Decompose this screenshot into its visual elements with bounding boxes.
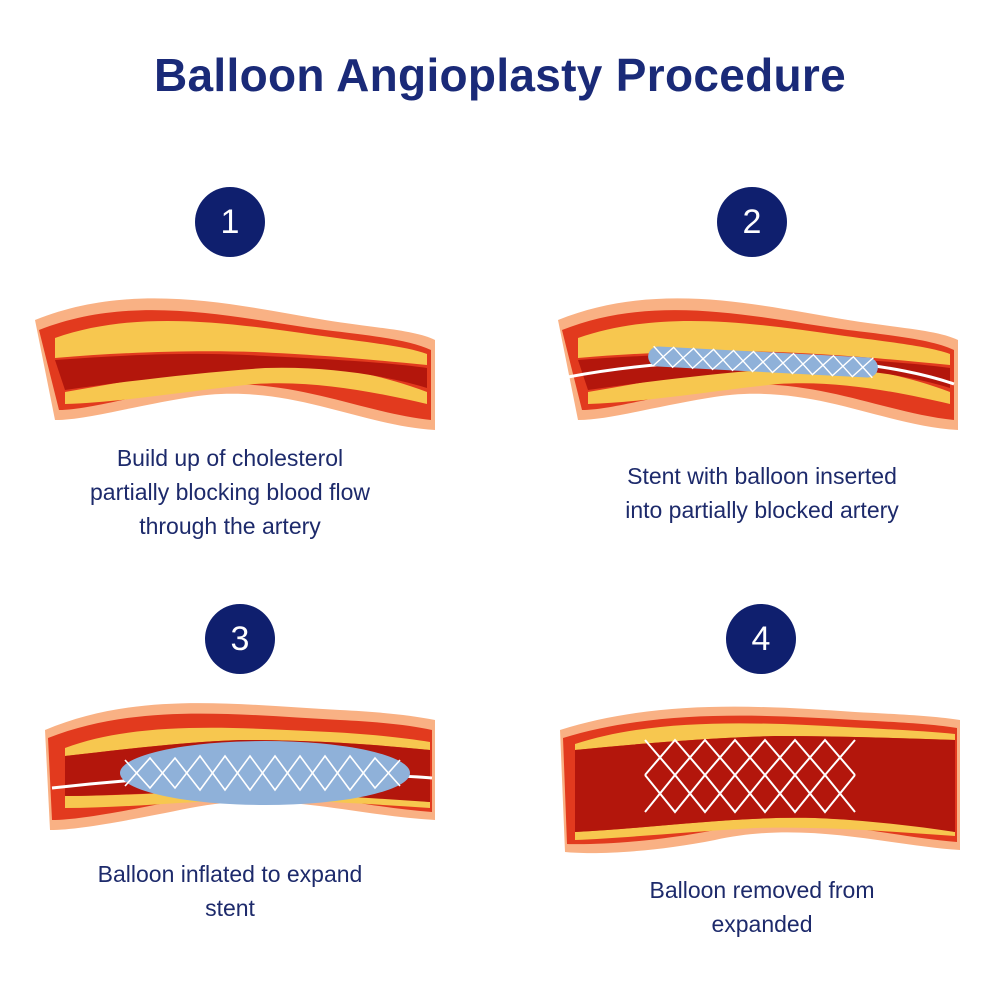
caption-line: expanded — [711, 911, 813, 937]
artery-step-3-illustration — [45, 703, 435, 830]
step-4-caption: Balloon removed from expanded — [562, 873, 962, 941]
step-3-badge: 3 — [205, 604, 275, 674]
lumen — [55, 353, 427, 390]
step-3-caption: Balloon inflated to expand stent — [30, 857, 430, 925]
stent-mesh — [124, 754, 401, 792]
artery-step-2-illustration — [558, 298, 958, 430]
inflated-balloon — [120, 741, 410, 805]
caption-line: through the artery — [139, 513, 321, 539]
step-2-caption: Stent with balloon inserted into partial… — [562, 459, 962, 527]
plaque-top — [65, 727, 430, 756]
lumen — [575, 736, 955, 832]
step-1-badge: 1 — [195, 187, 265, 257]
caption-line: partially blocking blood flow — [90, 479, 370, 505]
step-1-caption: Build up of cholesterol partially blocki… — [30, 441, 430, 543]
page-title: Balloon Angioplasty Procedure — [154, 49, 846, 101]
caption-line: Balloon removed from — [649, 877, 875, 903]
plaque-top — [578, 320, 950, 365]
stent-mesh — [644, 738, 856, 814]
artery-step-4-illustration — [560, 706, 960, 854]
plaque-top — [55, 320, 427, 365]
caption-line: Build up of cholesterol — [116, 445, 344, 471]
caption-line: Balloon inflated to expand — [97, 861, 363, 887]
plaque-bottom — [575, 817, 955, 840]
caption-line: stent — [205, 895, 255, 921]
caption-line: Stent with balloon inserted — [627, 463, 897, 489]
artery-step-1-illustration — [35, 298, 435, 430]
caption-line: into partially blocked artery — [625, 497, 899, 523]
plaque-bottom — [65, 363, 427, 404]
stent-mesh — [652, 345, 874, 379]
plaque-top — [575, 723, 955, 750]
step-4-badge: 4 — [726, 604, 796, 674]
step-2-badge: 2 — [717, 187, 787, 257]
